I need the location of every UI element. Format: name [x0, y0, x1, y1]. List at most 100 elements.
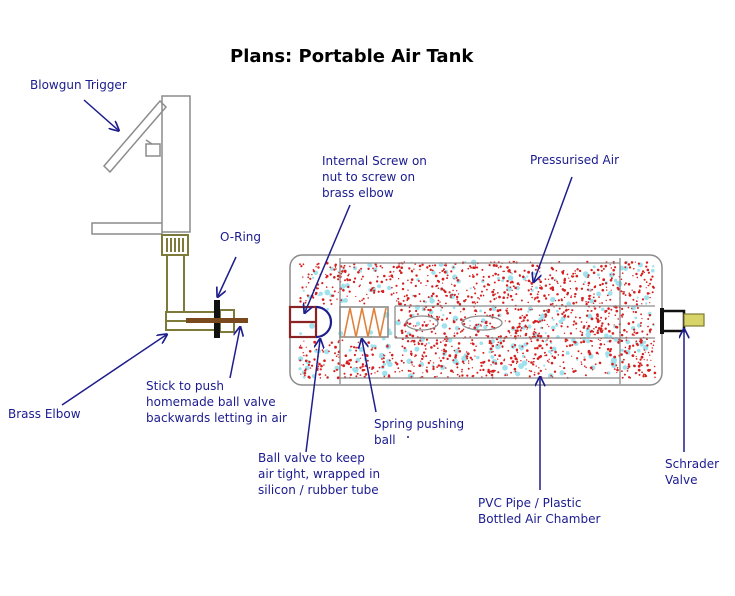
air-dot: [647, 271, 651, 274]
air-dot: [445, 335, 448, 338]
air-mist-dot: [439, 309, 442, 312]
air-dot: [418, 293, 421, 295]
pvc-tank: [288, 254, 705, 386]
air-dot: [436, 315, 439, 318]
air-dot: [400, 266, 404, 270]
air-dot: [511, 345, 514, 348]
air-mist-dot: [479, 341, 484, 346]
air-dot: [382, 354, 385, 356]
air-dot: [499, 341, 503, 345]
air-dot: [354, 277, 357, 280]
air-dot: [530, 340, 533, 343]
air-dot: [564, 340, 567, 343]
air-dot: [649, 296, 651, 299]
air-dot: [396, 362, 399, 365]
air-dot: [576, 357, 579, 360]
air-dot: [516, 329, 519, 333]
air-dot: [476, 371, 479, 374]
air-dot: [599, 343, 603, 346]
air-dot: [612, 273, 615, 276]
air-dot: [329, 273, 332, 276]
air-dot: [518, 322, 521, 325]
air-dot: [543, 309, 546, 312]
air-dot: [494, 369, 496, 372]
air-dot: [641, 272, 644, 275]
air-dot: [530, 282, 534, 285]
air-mist-dot: [324, 349, 330, 355]
air-dot: [430, 346, 433, 349]
air-dot: [534, 371, 536, 373]
air-dot: [502, 339, 505, 343]
air-dot: [456, 290, 458, 292]
air-mist-dot: [605, 355, 609, 358]
air-dot: [533, 299, 536, 301]
air-dot: [571, 344, 574, 346]
air-dot: [329, 299, 332, 302]
air-mist-dot: [596, 273, 600, 277]
air-dot: [443, 268, 445, 271]
air-dot: [353, 353, 356, 357]
air-dot: [495, 306, 497, 309]
air-dot: [434, 264, 437, 267]
air-dot: [602, 278, 606, 282]
air-dot: [347, 362, 351, 366]
air-dot: [510, 364, 513, 366]
air-dot: [307, 375, 311, 379]
air-dot: [437, 299, 440, 302]
air-dot: [550, 361, 554, 365]
air-dot: [463, 362, 465, 365]
air-mist-dot: [382, 370, 388, 377]
air-dot: [527, 289, 530, 292]
air-dot: [563, 332, 566, 334]
air-dot: [536, 320, 539, 323]
air-dot: [304, 374, 306, 377]
air-dot: [573, 320, 576, 323]
air-dot: [371, 347, 373, 349]
air-dot: [305, 300, 307, 302]
ball-valve: [288, 305, 333, 339]
air-dot: [415, 295, 417, 297]
air-dot: [580, 361, 582, 363]
air-dot: [546, 360, 549, 362]
air-dot: [533, 328, 536, 331]
air-dot: [545, 354, 548, 357]
air-dot: [308, 350, 312, 353]
air-dot: [392, 265, 395, 269]
air-dot: [372, 267, 374, 270]
air-dot: [600, 316, 603, 319]
air-dot: [590, 290, 592, 292]
air-mist-dot: [555, 323, 559, 327]
air-dot: [563, 278, 566, 282]
air-dot: [448, 354, 452, 358]
air-dot: [580, 363, 583, 366]
air-dot: [341, 339, 344, 342]
air-dot: [556, 293, 559, 296]
air-dot: [613, 368, 616, 370]
air-dot: [539, 284, 541, 286]
air-dot: [413, 325, 415, 327]
air-dot: [319, 377, 322, 379]
air-dot: [449, 311, 452, 315]
air-dot: [645, 265, 648, 268]
air-dot: [360, 267, 363, 270]
air-dot: [453, 278, 455, 280]
air-dot: [545, 368, 547, 370]
air-dot: [361, 354, 364, 356]
air-dot: [300, 346, 303, 349]
air-dot: [397, 367, 400, 370]
air-dot: [437, 287, 440, 290]
air-dot: [457, 342, 461, 345]
air-dot: [585, 314, 589, 317]
air-dot: [395, 266, 399, 269]
air-dot: [627, 322, 631, 325]
air-dot: [435, 339, 439, 342]
air-dot: [532, 360, 535, 363]
air-dot: [600, 324, 603, 327]
air-dot: [400, 329, 404, 333]
air-dot: [453, 284, 456, 287]
air-dot: [621, 316, 624, 318]
air-dot: [496, 292, 499, 294]
air-dot: [553, 356, 557, 360]
air-dot: [628, 293, 632, 297]
air-dot: [438, 316, 441, 318]
